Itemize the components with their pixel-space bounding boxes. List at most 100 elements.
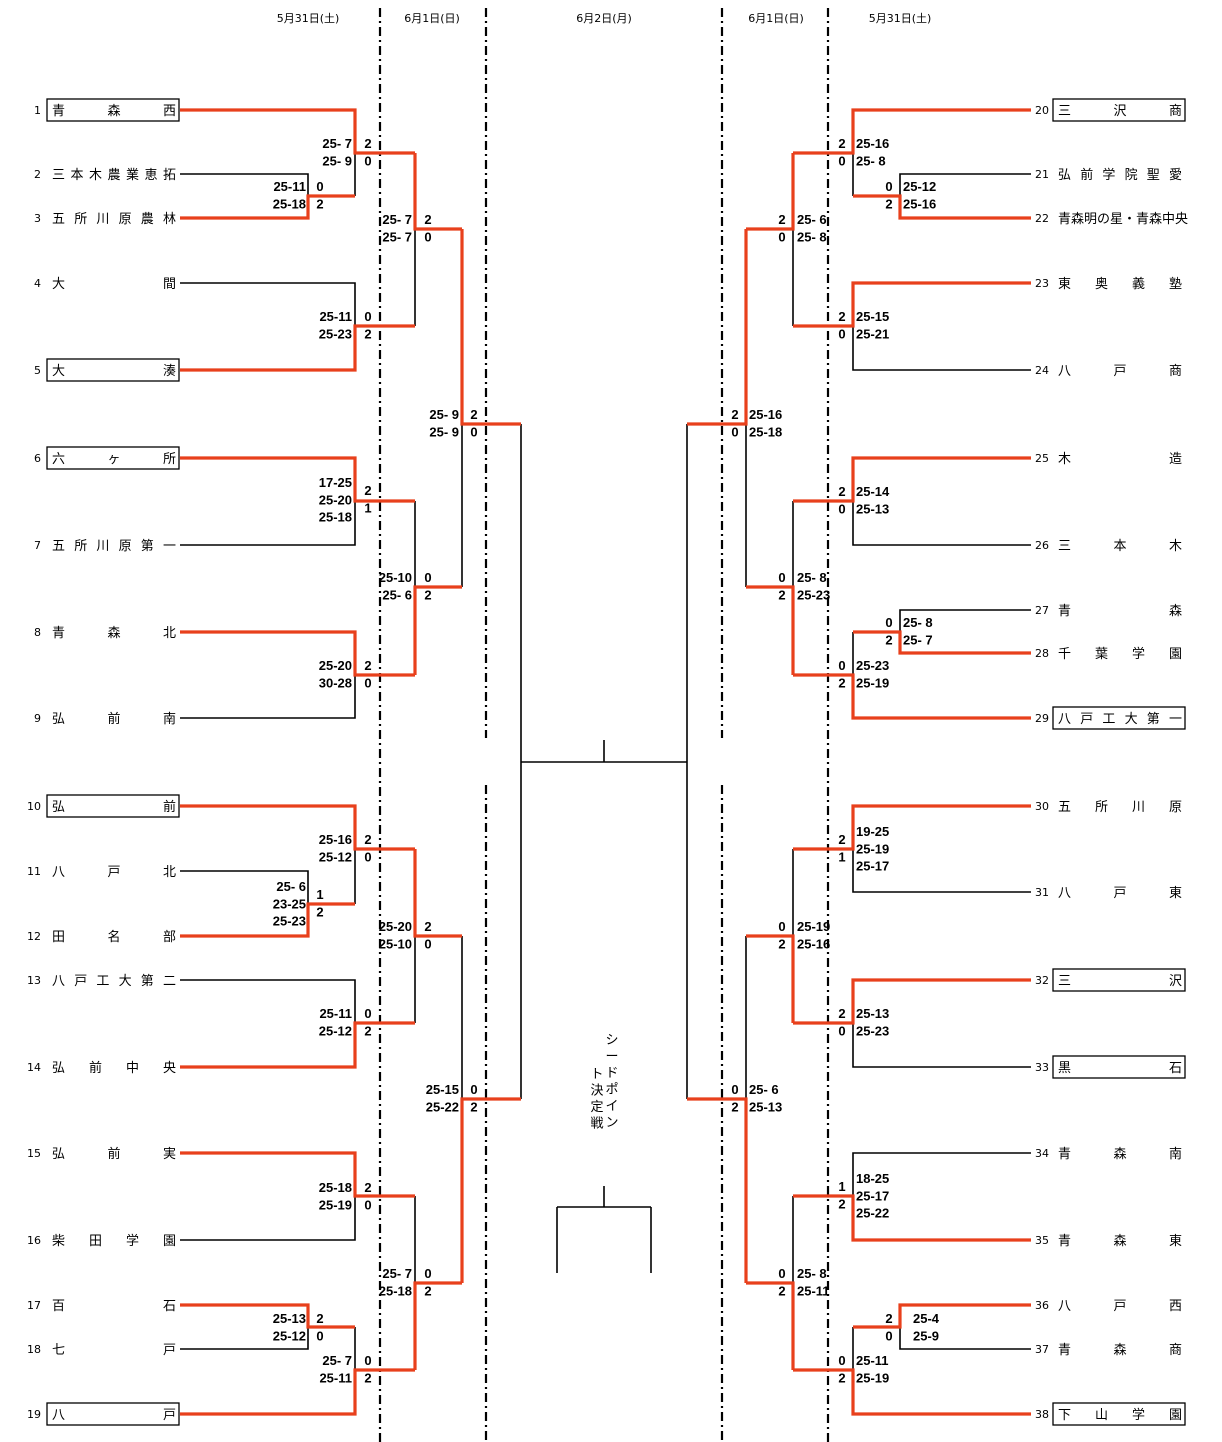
- match-result: 25-425-920: [885, 1311, 939, 1343]
- winner-line: [180, 456, 415, 503]
- team-number: 14: [27, 1061, 41, 1074]
- winner-line: [746, 153, 795, 231]
- set-score: 25- 8: [856, 153, 886, 168]
- set-score: 25-12: [273, 1328, 306, 1343]
- match-score: 2: [838, 1370, 845, 1385]
- team-number: 29: [1035, 712, 1049, 725]
- set-score: 25-19: [856, 1370, 889, 1385]
- team-number: 37: [1035, 1343, 1049, 1356]
- team-number: 10: [27, 800, 41, 813]
- winner-line: [413, 849, 462, 938]
- match-score: 2: [364, 832, 371, 847]
- team-entry: 28 千葉学園: [1035, 646, 1182, 662]
- set-score: 25-10: [379, 570, 412, 585]
- set-score: 25- 8: [797, 1266, 827, 1281]
- set-score: 25-23: [319, 326, 352, 341]
- team-name: 七戸: [52, 1343, 176, 1358]
- team-number: 28: [1035, 647, 1049, 660]
- set-score: 25-12: [319, 849, 352, 864]
- date-headers: 5月31日(土) 6月1日(日) 6月2日(月) 6月1日(日) 5月31日(土…: [277, 12, 932, 25]
- winner-line: [793, 1194, 1031, 1242]
- winner-line: [793, 978, 1031, 1025]
- team-number: 30: [1035, 800, 1049, 813]
- set-score: 25-13: [856, 501, 889, 516]
- team-number: 15: [27, 1147, 41, 1160]
- set-score: 25-11: [856, 1353, 889, 1368]
- match-score: 2: [364, 1023, 371, 1038]
- team-name: 百石: [52, 1299, 176, 1314]
- match-score: 2: [838, 832, 845, 847]
- team-name: 八戸工大第一: [1058, 712, 1182, 727]
- winner-line: [413, 153, 462, 231]
- set-score: 25-20: [379, 919, 412, 934]
- set-score: 25-13: [273, 1311, 306, 1326]
- set-score: 25-23: [273, 914, 306, 929]
- team-name: 五所川原農林: [52, 212, 176, 227]
- seed-box: [46, 358, 180, 382]
- seed-box: [1052, 968, 1186, 992]
- set-score: 25-15: [426, 1082, 459, 1097]
- winner-line: [687, 229, 748, 426]
- date-center: 6月2日(月): [576, 12, 632, 25]
- team-number: 13: [27, 974, 41, 987]
- set-score: 25-17: [856, 859, 889, 874]
- winner-line: [853, 1303, 1031, 1329]
- winner-line: [793, 804, 1031, 851]
- team-number: 23: [1035, 277, 1049, 290]
- set-score: 25- 6: [382, 587, 412, 602]
- team-number: 21: [1035, 168, 1049, 181]
- set-score: 25-20: [319, 658, 352, 673]
- team-number: 22: [1035, 212, 1049, 225]
- match-score: 2: [838, 309, 845, 324]
- match-result: 25- 725- 720: [382, 212, 431, 244]
- match-score: 0: [838, 1353, 845, 1368]
- team-number: 2: [34, 168, 41, 181]
- team-number: 31: [1035, 886, 1049, 899]
- team-number: 35: [1035, 1234, 1049, 1247]
- match-score: 1: [316, 887, 323, 902]
- seed-note-text: シードポイント決定戦: [590, 1033, 618, 1132]
- match-score: 0: [778, 1266, 785, 1281]
- date-left-round1: 5月31日(土): [277, 12, 340, 25]
- team-name: 東奥義塾: [1058, 276, 1182, 292]
- team-name: 弘前実: [52, 1146, 176, 1162]
- set-score: 25- 8: [903, 615, 933, 630]
- set-score: 25- 8: [797, 229, 827, 244]
- set-score: 25-18: [319, 510, 352, 525]
- set-score: 19-25: [856, 824, 889, 839]
- team-name: 弘前南: [52, 711, 176, 727]
- set-score: 25- 9: [322, 153, 352, 168]
- team-number: 7: [34, 539, 41, 552]
- match-score: 2: [364, 483, 371, 498]
- winner-line: [180, 630, 415, 677]
- match-score: 0: [778, 229, 785, 244]
- set-score: 25-13: [856, 1006, 889, 1021]
- match-score: 0: [838, 326, 845, 341]
- seed-box: [1052, 98, 1186, 122]
- team-name: 青森西: [52, 104, 176, 119]
- bracket-line: [180, 1196, 356, 1241]
- team-name: 八戸商: [1058, 364, 1182, 379]
- winner-line: [180, 1021, 415, 1069]
- team-name: 黒石: [1058, 1061, 1182, 1076]
- team-name: 千葉学園: [1058, 646, 1182, 662]
- match-score: 2: [364, 1370, 371, 1385]
- team-name: 大湊: [52, 364, 176, 379]
- set-score: 25-19: [856, 841, 889, 856]
